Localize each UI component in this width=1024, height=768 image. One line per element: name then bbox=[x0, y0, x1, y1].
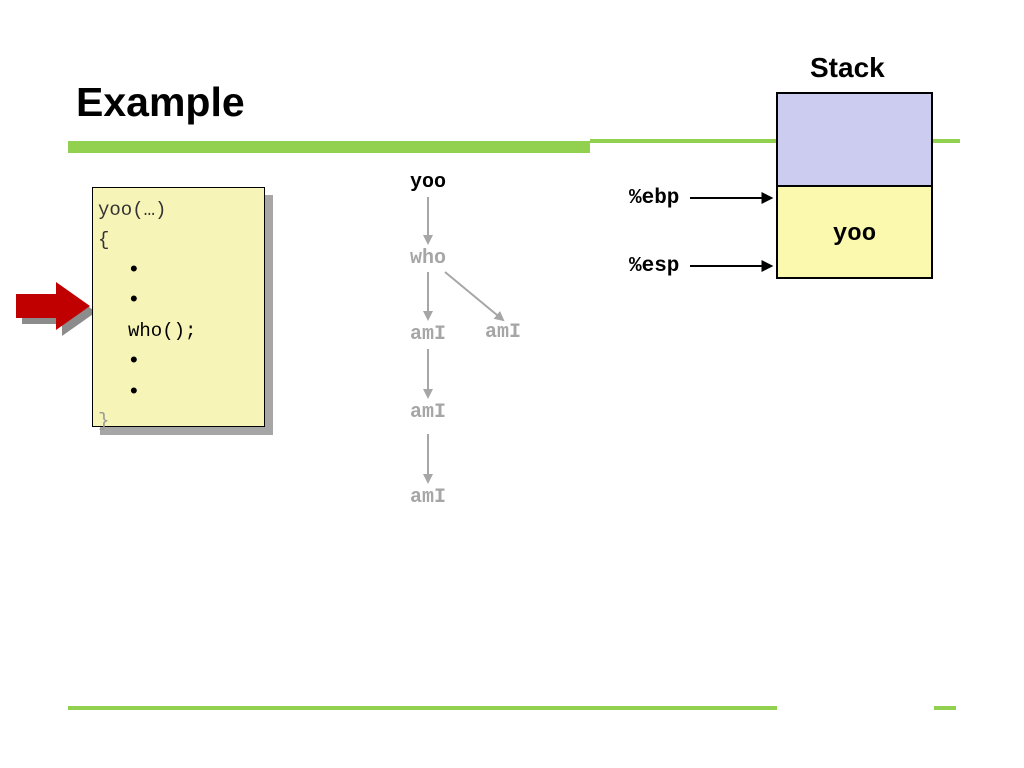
code-line-call-who: who(); bbox=[128, 320, 197, 342]
footer-rule bbox=[68, 706, 777, 710]
title-underline-bar bbox=[68, 141, 590, 153]
tree-edge-who-ami-right bbox=[444, 271, 505, 322]
code-line-bullet: • bbox=[130, 378, 138, 403]
title-underline-thin bbox=[590, 139, 960, 143]
code-line-bullet: • bbox=[130, 286, 138, 311]
register-esp-label: %esp bbox=[629, 255, 680, 278]
stack-frame-previous bbox=[776, 92, 933, 188]
tree-node-ami-level4: amI bbox=[409, 486, 447, 509]
code-box: yoo(…) { • • who(); • • bbox=[92, 187, 265, 427]
stack-title: Stack bbox=[810, 52, 885, 83]
stack-frame-yoo-label: yoo bbox=[832, 221, 877, 248]
code-line-close-brace: } bbox=[98, 410, 110, 432]
code-line-open-brace: { bbox=[98, 229, 110, 251]
tree-node-who: who bbox=[409, 247, 447, 270]
code-line-bullet: • bbox=[130, 256, 138, 281]
code-line-bullet: • bbox=[130, 347, 138, 372]
tree-node-yoo: yoo bbox=[409, 171, 447, 194]
current-line-arrow-icon bbox=[16, 282, 96, 336]
tree-node-ami-left: amI bbox=[409, 323, 447, 346]
footer-rule-tail bbox=[934, 706, 956, 710]
register-ebp-label: %ebp bbox=[629, 187, 680, 210]
stack-frame-yoo: yoo bbox=[776, 185, 933, 279]
code-line-signature: yoo(…) bbox=[98, 199, 167, 221]
slide-title: Example bbox=[76, 79, 245, 125]
tree-node-ami-right: amI bbox=[484, 321, 522, 344]
tree-node-ami-level3: amI bbox=[409, 401, 447, 424]
